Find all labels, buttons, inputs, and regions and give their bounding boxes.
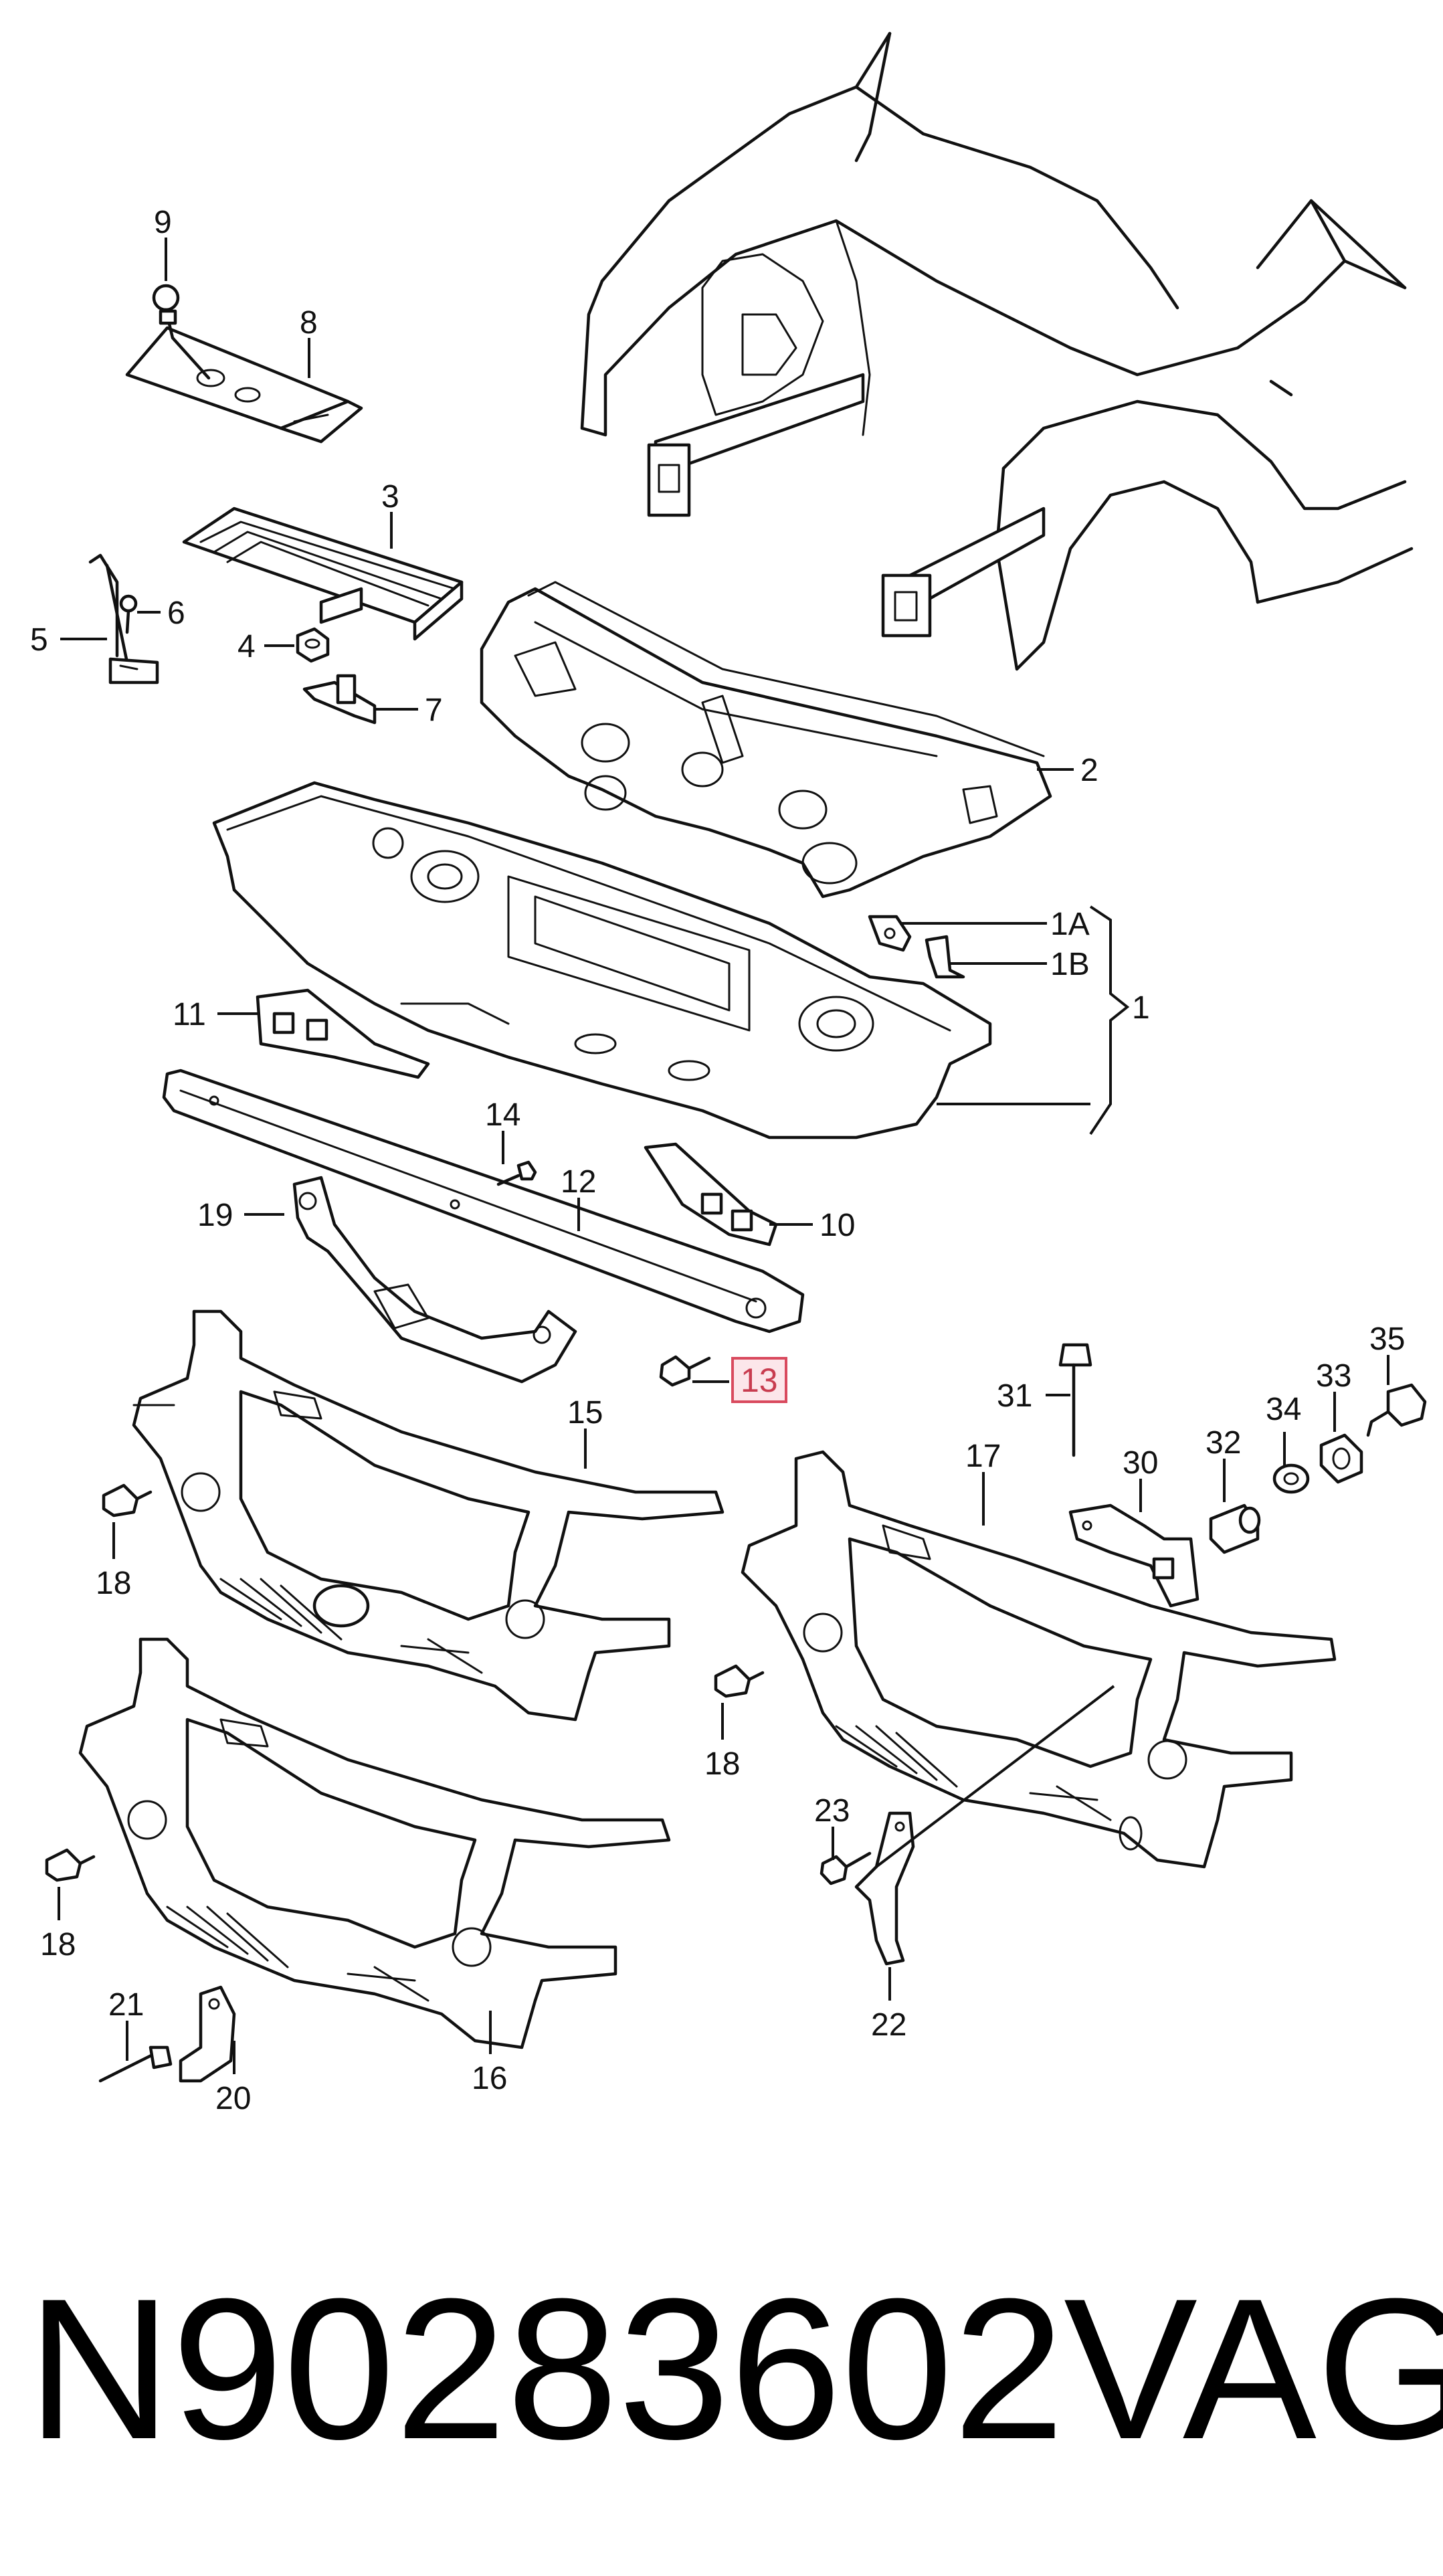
callout-4: 4	[237, 629, 256, 664]
part-1a-bracket	[868, 915, 912, 952]
callout-2: 2	[1080, 753, 1098, 788]
callout-33: 33	[1316, 1358, 1351, 1394]
callout-21: 21	[108, 1987, 144, 2023]
part-7-bracket	[302, 674, 377, 725]
part-31-rivet	[1058, 1343, 1092, 1457]
callout-10: 10	[820, 1208, 855, 1243]
callout-20: 20	[215, 2081, 251, 2116]
part-21-rivet	[98, 2045, 173, 2083]
part-23-bolt	[820, 1851, 872, 1885]
part-14-bolt	[496, 1160, 537, 1186]
part-34-washer	[1272, 1463, 1310, 1494]
part-19-bracket	[292, 1176, 577, 1384]
part-11-bracket	[256, 988, 430, 1079]
callout-14: 14	[485, 1097, 520, 1133]
callout-32: 32	[1206, 1425, 1241, 1461]
callout-1: 1	[1132, 990, 1150, 1026]
part-2-bulkhead-upper	[480, 581, 1052, 899]
part-12-crossbar	[162, 1069, 805, 1333]
callout-9: 9	[154, 205, 172, 240]
part-20-bracket	[179, 1985, 236, 2083]
callout-8: 8	[300, 305, 318, 341]
callout-35: 35	[1369, 1321, 1405, 1357]
part-4-nut	[296, 627, 330, 663]
part-number-text: N90283602	[27, 2256, 1065, 2481]
part-17-front-carrier	[741, 1450, 1337, 1869]
callout-18c: 18	[40, 1927, 76, 1962]
callout-23: 23	[814, 1793, 850, 1829]
car-body-outline	[580, 31, 1414, 671]
callout-7: 7	[425, 693, 443, 728]
part-22-bracket	[854, 1811, 915, 1966]
leader-lines	[58, 238, 1389, 2074]
callout-19: 19	[197, 1198, 233, 1233]
callout-31: 31	[997, 1378, 1032, 1414]
callout-34: 34	[1266, 1392, 1301, 1427]
callout-6: 6	[167, 595, 185, 631]
part-35-bolt	[1366, 1383, 1427, 1437]
part-32-bushing	[1209, 1503, 1261, 1554]
callout-17: 17	[965, 1439, 1001, 1474]
callout-30: 30	[1123, 1445, 1158, 1481]
part-18c-clip	[45, 1848, 96, 1882]
part-6-screw	[119, 594, 138, 634]
brand-text: VAG	[1064, 2256, 1443, 2481]
callout-5: 5	[30, 622, 48, 658]
part-18a-clip	[102, 1483, 153, 1517]
callout-18b: 18	[704, 1746, 740, 1782]
callout-13: 13	[741, 1362, 778, 1399]
callout-15: 15	[567, 1395, 603, 1431]
part-1-bulkhead-lower	[212, 781, 992, 1139]
callout-11: 11	[173, 997, 206, 1032]
part-18b-clip	[714, 1664, 765, 1698]
part-3-cover	[182, 507, 464, 641]
callout-1b: 1B	[1050, 947, 1090, 982]
part-10-bracket	[644, 1142, 778, 1247]
callout-3: 3	[381, 479, 399, 515]
callout-16: 16	[472, 2061, 507, 2096]
part-9-screw	[152, 284, 211, 380]
part-30-bracket	[1068, 1503, 1199, 1608]
part-15-front-carrier	[132, 1309, 725, 1722]
part-5-rod	[88, 553, 159, 684]
part-33-spacer	[1319, 1433, 1363, 1484]
callout-12: 12	[561, 1164, 596, 1200]
part-1b-bracket	[925, 935, 965, 979]
callout-labels: 9 8 3 4 5 6 7 2 1A 1B 1 11 14 12 10 19 1…	[30, 205, 1405, 2116]
part-16-front-carrier	[78, 1637, 671, 2049]
callout-18a: 18	[96, 1566, 131, 1601]
callout-22: 22	[871, 2007, 906, 2043]
part-8-bracket	[125, 326, 363, 444]
callout-1a: 1A	[1050, 907, 1090, 942]
part-13-bolt	[659, 1355, 711, 1387]
highlight-box-13	[731, 1357, 787, 1403]
